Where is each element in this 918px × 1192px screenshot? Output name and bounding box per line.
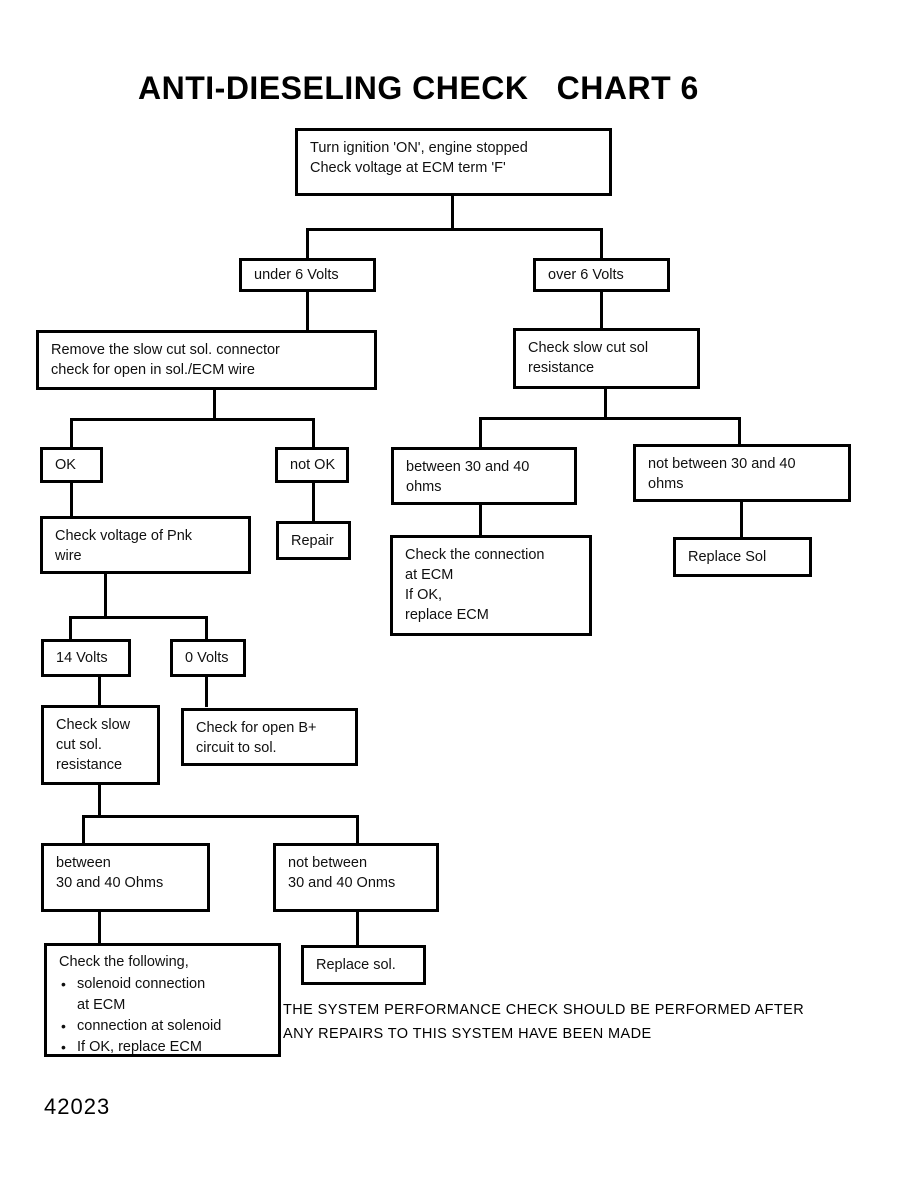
connector-to-between-left [82, 815, 85, 845]
node-check-the-following: Check the following, solenoid connection… [44, 943, 281, 1058]
connector-ok-to-pnk [70, 483, 73, 516]
connector-to-not-ok [312, 418, 315, 449]
connector-okbar [70, 418, 315, 421]
connector-start-down [451, 196, 454, 228]
list-item: If OK, replace ECM [59, 1037, 270, 1058]
node-check-slow-cut-resistance-left: Check slow cut sol. resistance [41, 705, 160, 785]
check-following-lead: Check the following, [59, 954, 189, 970]
connector-res-left-down [98, 785, 101, 817]
node-between-30-40-ohms-right: between 30 and 40 ohms [391, 447, 577, 505]
connector-to-ok [70, 418, 73, 449]
page-number: 42023 [44, 1094, 111, 1119]
connector-between-right-down [479, 505, 482, 537]
connector-ohms-right-bar [479, 417, 741, 420]
node-not-between-30-40-ohms-left: not between 30 and 40 Onms [273, 843, 439, 912]
list-item: solenoid connection at ECM [59, 974, 270, 1016]
connector-volts-bar [69, 616, 208, 619]
bullet-text: solenoid connection at ECM [77, 976, 206, 1013]
node-check-voltage-pnk: Check voltage of Pnk wire [40, 516, 251, 574]
node-check-connection-at-ecm: Check the connection at ECM If OK, repla… [390, 535, 592, 636]
node-ok: OK [40, 447, 103, 483]
connector-pnk-down [104, 574, 107, 618]
node-not-between-30-40-ohms-right: not between 30 and 40 ohms [633, 444, 851, 502]
node-start: Turn ignition 'ON', engine stopped Check… [295, 128, 612, 196]
connector-under6-to-remove [306, 292, 309, 330]
node-check-open-b-circuit: Check for open B+ circuit to sol. [181, 708, 358, 766]
connector-to-not-between-right [738, 417, 741, 449]
connector-over6-to-checkres [600, 292, 603, 328]
node-over-6-volts: over 6 Volts [533, 258, 670, 292]
check-following-list: solenoid connection at ECM connection at… [59, 974, 270, 1058]
connector-14v-down [98, 677, 101, 707]
connector-top-split-bar [306, 228, 603, 231]
node-repair: Repair [276, 521, 351, 560]
node-under-6-volts: under 6 Volts [239, 258, 376, 292]
connector-notok-to-repair [312, 483, 315, 521]
connector-remove-down [213, 390, 216, 420]
connector-between-left-down [98, 912, 101, 945]
connector-to-not-between-left [356, 815, 359, 845]
connector-0v-down [205, 677, 208, 707]
node-not-ok: not OK [275, 447, 349, 483]
bullet-text: If OK, replace ECM [77, 1039, 202, 1055]
connector-not-between-left-down [356, 912, 359, 945]
node-check-slow-cut-resistance-right: Check slow cut sol resistance [513, 328, 700, 389]
node-0-volts: 0 Volts [170, 639, 246, 677]
bullet-text: connection at solenoid [77, 1018, 222, 1034]
connector-to-14v [69, 616, 72, 641]
connector-to-between-right [479, 417, 482, 449]
footnote-text: THE SYSTEM PERFORMANCE CHECK SHOULD BE P… [283, 1002, 805, 1042]
connector-between-left-bar [82, 815, 359, 818]
page-title: ANTI-DIESELING CHECK CHART 6 [138, 70, 699, 106]
node-14-volts: 14 Volts [41, 639, 131, 677]
node-replace-sol-right: Replace Sol [673, 537, 812, 577]
node-between-30-40-ohms-left: between 30 and 40 Ohms [41, 843, 210, 912]
node-replace-sol-left: Replace sol. [301, 945, 426, 985]
connector-res-right-down [604, 389, 607, 419]
connector-to-under6 [306, 228, 309, 260]
node-remove-connector: Remove the slow cut sol. connector check… [36, 330, 377, 390]
connector-not-between-right-down [740, 502, 743, 537]
connector-to-over6 [600, 228, 603, 260]
list-item: connection at solenoid [59, 1016, 270, 1037]
connector-to-0v [205, 616, 208, 641]
